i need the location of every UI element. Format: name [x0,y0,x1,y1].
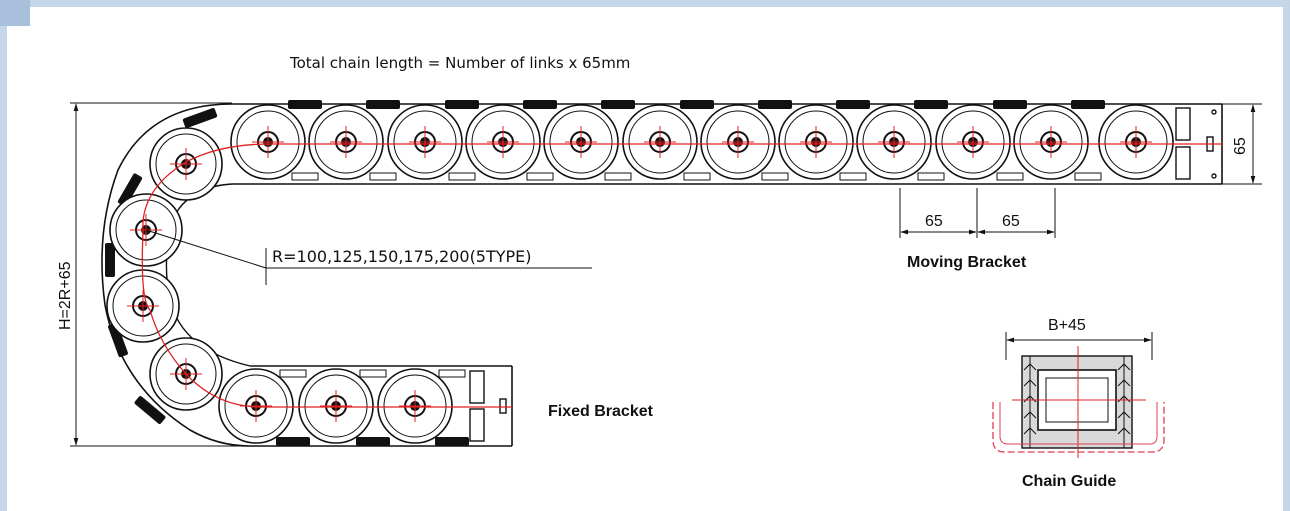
top-link [465,104,541,180]
link-slot [917,172,945,181]
link-height-label: 65 [1232,137,1249,155]
radius-leader [145,229,592,285]
guide-width-label: B+45 [1048,317,1086,334]
link-pad [108,322,128,358]
top-link [622,104,698,180]
total-length-text: Total chain length = Number of links x 6… [289,54,630,72]
fixed-bracket-end [469,370,507,442]
link-pad [914,100,948,109]
moving-bracket-label: Moving Bracket [907,254,1027,271]
top-chain-links [230,104,1174,180]
link-pad [680,100,714,109]
link-slot [279,369,307,378]
link-slot [761,172,789,181]
chain-guide-label: Chain Guide [1022,473,1116,490]
link-pad [758,100,792,109]
height-formula-label: H=2R+65 [57,261,74,330]
link-pad [366,100,400,109]
bend-link [149,127,223,201]
link-slot [369,172,397,181]
pitch-label-1: 65 [925,213,943,230]
top-link [1013,104,1089,180]
link-slot [604,172,632,181]
link-pad [288,100,322,109]
link-height-dimension [1222,103,1262,185]
link-slot [291,172,319,181]
bottom-link [298,368,374,444]
link-slot [448,172,476,181]
bottom-link [377,368,453,444]
top-link [1098,104,1174,180]
link-slot [526,172,554,181]
fixed-bracket-label: Fixed Bracket [548,403,654,420]
bottom-link [218,368,294,444]
link-pad [836,100,870,109]
top-link [543,104,619,180]
link-pad [276,437,310,446]
corner-tab [0,0,30,26]
bottom-link-pads [276,369,469,446]
top-link-pads [288,100,1105,181]
top-link [387,104,463,180]
link-pad [445,100,479,109]
radius-note: R=100,125,150,175,200(5TYPE) [272,247,532,266]
link-slot [438,369,466,378]
top-link [778,104,854,180]
chain-guide-section [992,332,1165,458]
pitch-dimension [899,188,1056,238]
link-pad [356,437,390,446]
height-dimension [70,102,250,447]
pitch-label-2: 65 [1002,213,1020,230]
top-link [230,104,306,180]
link-slot [996,172,1024,181]
link-slot [683,172,711,181]
link-pad [117,173,143,207]
link-pad [523,100,557,109]
top-link [700,104,776,180]
link-slot [1074,172,1102,181]
link-pad [601,100,635,109]
link-pad [1071,100,1105,109]
link-pad [435,437,469,446]
link-pad [134,396,166,424]
link-slot [359,369,387,378]
link-slot [839,172,867,181]
top-link [856,104,932,180]
chain-centerline [141,143,1222,408]
link-pad [182,108,218,128]
link-pad [993,100,1027,109]
top-link [308,104,384,180]
link-pad [105,243,115,277]
bottom-chain-links [218,368,453,444]
top-link [935,104,1011,180]
